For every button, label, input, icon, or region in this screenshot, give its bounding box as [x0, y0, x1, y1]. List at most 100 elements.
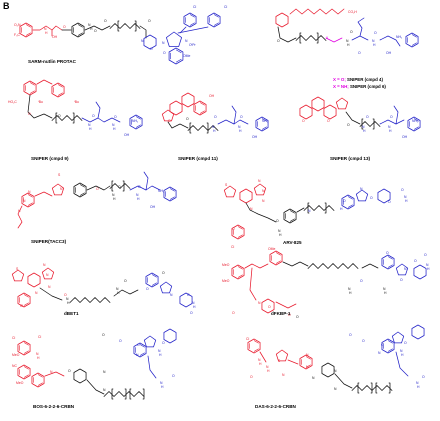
atom-label-das: O [381, 343, 384, 347]
dfkbp1-methoxyaryl-ring [269, 250, 283, 266]
dbet1-amide [39, 287, 63, 301]
atom-label-arv825: N [250, 207, 253, 211]
atom-label-arv825: O [401, 188, 404, 192]
atom-label-arv825: N [258, 179, 261, 183]
atom-label-dbet1: N [192, 301, 195, 305]
sniper13-ring-a [299, 104, 313, 120]
caption-arv-825: ARV-825 [283, 240, 302, 245]
atom-label-sniper13: H [389, 129, 392, 133]
atom-label-arv825: O [343, 199, 346, 203]
sniper13-peg-bracket-open [361, 118, 364, 130]
atom-label-das: N [378, 351, 381, 355]
tacc3-isopentyl [17, 205, 23, 229]
atom-label-sarm: H [90, 27, 93, 31]
atom-label-arv825: H [405, 199, 408, 203]
atom-label-das: N [400, 349, 403, 353]
arv825-ether [296, 207, 305, 213]
tacc3-isobutyl [143, 171, 149, 191]
atom-label-sarm: O [148, 19, 151, 23]
atom-label-dfkbp1: O [268, 305, 271, 309]
atom-label-sniper9: NH₂ [132, 119, 139, 123]
legend-cmpd-6-label: SNIPER (cmpd 6) [349, 84, 386, 89]
atom-label-arv825: O [388, 200, 391, 204]
atom-label-sniper13: H [363, 129, 366, 133]
sarm-peg-linker [109, 23, 141, 29]
tacc3-phenyl-ring [163, 186, 177, 202]
arv825-triazole-ring [253, 183, 267, 196]
dbet1-glutarimide-ring [179, 292, 193, 308]
atom-label-das: N [334, 387, 337, 391]
atom-label-sniper11: O [240, 115, 243, 119]
dfkbp1-dimethoxyphenyl-ring-double-bond [237, 266, 243, 270]
atom-label-dbet1: N [170, 293, 173, 297]
atom-label-sarm: N [162, 41, 165, 45]
atom-label-dfkbp1: O [288, 313, 291, 317]
atom-label-dfkbp1: O [400, 278, 403, 282]
sniper46-ester [277, 26, 297, 43]
atom-label-sniper_tacc3: N [28, 190, 31, 194]
atom-label-das: O [250, 375, 253, 379]
atom-label-bos: Cl [38, 335, 41, 339]
atom-label-sarm: OMe [183, 54, 190, 58]
atom-label-bos: N [136, 353, 139, 357]
sarm-nitroaryl-ring-double-bond [25, 32, 31, 36]
atom-label-arv825: N [360, 187, 363, 191]
atom-label-sarm: O₂N [14, 23, 21, 27]
tacc3-phenyl-ring-double-bond [169, 188, 175, 192]
atom-label-arv825: N [262, 199, 265, 203]
bos-quinoline-ring-b-double-bond [37, 374, 43, 378]
atom-label-dfkbp1: O [424, 253, 427, 257]
bos-dichloroanisole-ring-double-bond [23, 350, 29, 354]
atom-label-bos: MeO [12, 353, 20, 357]
atom-label-dfkbp1: H [384, 291, 387, 295]
atom-label-sniper11: O [214, 115, 217, 119]
atom-label-das: O [349, 333, 352, 337]
atom-label-sniper11: N [212, 125, 215, 129]
dbet1-thiophene-ring [11, 269, 25, 282]
sniper46-bestatin [379, 35, 401, 47]
tacc3-benzamide-ring-double-bond [79, 192, 85, 196]
sniper11-ring-c-double-bond [199, 102, 205, 106]
das-pyrimidine-ring [299, 354, 313, 370]
bos-linker-bracket-2-close [142, 388, 145, 400]
atom-label-arv825: Cl [231, 245, 234, 249]
atom-label-sniper9: O [114, 115, 117, 119]
dfkbp1-dimethoxyphenyl-ring-double-bond [237, 274, 243, 278]
atom-label-sniper9: ᵗBu [74, 100, 79, 104]
atom-label-sniper9: O [92, 114, 95, 118]
sarm-chlorophenyl-1-double-bond [189, 14, 195, 18]
atom-label-sniper_4_6: NH₂ [396, 35, 403, 39]
sniper9-benzoate-ring-double-bond [29, 90, 35, 94]
tacc3-peptide [129, 185, 161, 191]
caption-dfkbp-1: dFKBP-1 [271, 311, 291, 316]
caption-sniper-13: SNIPER (cmpd 13) [330, 156, 371, 161]
arv825-aryl-ring [283, 208, 297, 224]
atom-label-sniper_tacc3: N [60, 187, 63, 191]
arv825-diazepine-ring [239, 188, 253, 204]
atom-label-dbet1: N [48, 285, 51, 289]
atom-label-sniper9: N [112, 123, 115, 127]
atom-label-sarm: O [150, 47, 153, 51]
atom-label-bos: N [36, 352, 39, 356]
bos-linker-bracket-1-open [111, 388, 114, 400]
sniper11-peg-bracket-open [189, 122, 192, 134]
atom-label-bos: H [37, 356, 40, 360]
sniper13-peg-bracket-close [372, 118, 375, 130]
sniper46-x-bond [325, 37, 343, 43]
atom-label-sniper_tacc3: N [136, 193, 139, 197]
sniper13-peptide [379, 119, 405, 125]
sniper46-trimethylcyclohexene [275, 12, 289, 28]
atom-label-das: H [259, 362, 262, 366]
sniper46-peg-bracket-close [316, 32, 319, 44]
caption-dbet1: dBET1 [64, 311, 79, 316]
dfkbp1-phthalimide-ring [395, 263, 409, 276]
sarm-aryl-bond-2 [177, 26, 209, 34]
das-linker-start [334, 373, 353, 389]
atom-label-sniper9: N [88, 123, 91, 127]
das-chloromethylphenyl-ring [247, 338, 261, 354]
atom-label-sarm: O [63, 25, 66, 29]
atom-label-das: N [312, 376, 315, 380]
atom-label-sniper9: H [113, 127, 116, 131]
sniper11-phenyl-ring-double-bond [261, 126, 267, 130]
sniper9-phenyl-ring-double-bond [135, 124, 141, 128]
